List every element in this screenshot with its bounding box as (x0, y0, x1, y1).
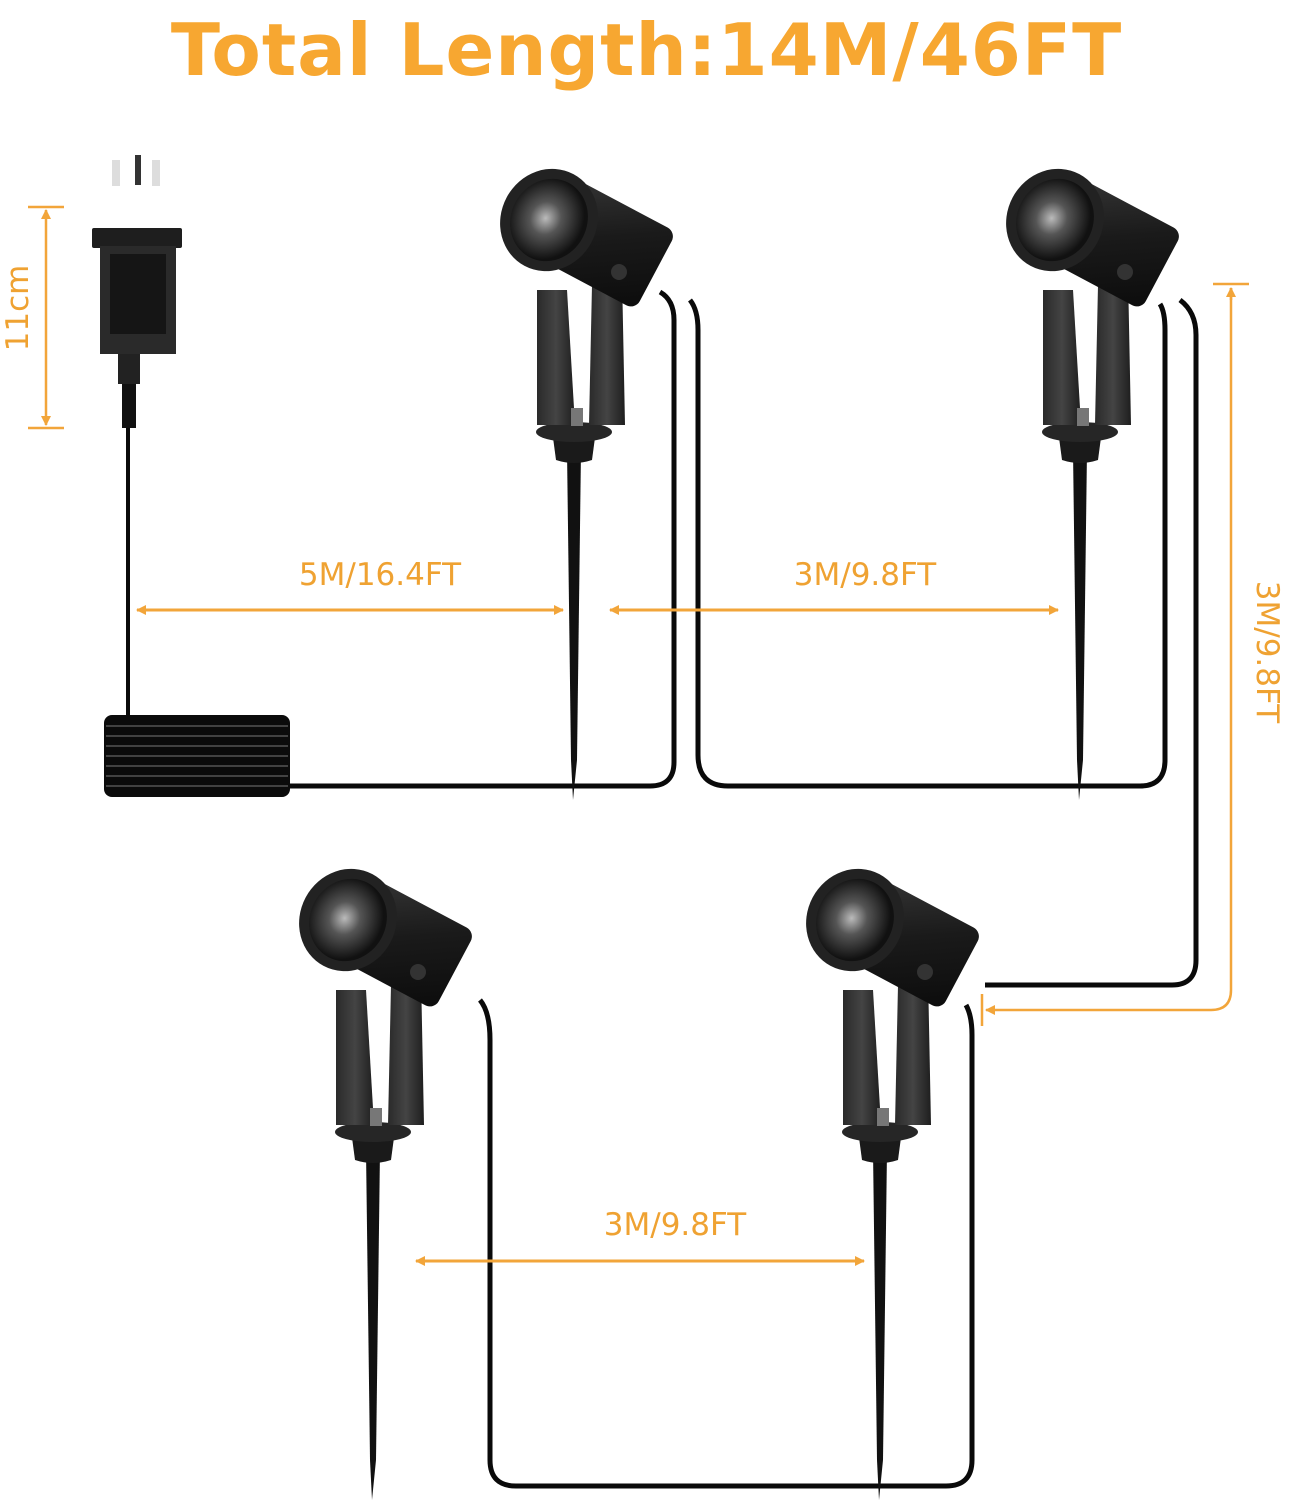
spotlight-3-icon (281, 851, 476, 1500)
plug-height-label: 11cm (0, 265, 36, 352)
spotlight-2-icon (988, 151, 1183, 800)
spotlight-1-icon (482, 151, 677, 800)
light1-to-light2-label: 3M/9.8FT (794, 557, 938, 593)
coiled-cable-icon (104, 715, 290, 797)
total-length-title: Total Length:14M/46FT (170, 8, 1123, 92)
plug-to-light1-dimension: 5M/16.4FT (136, 557, 564, 615)
light1-to-light2-dimension: 3M/9.8FT (609, 557, 1059, 615)
power-plug-icon (92, 155, 182, 428)
light3-to-light4-label: 3M/9.8FT (604, 1207, 748, 1243)
light2-to-light4-dimension: 3M/9.8FT (980, 282, 1285, 1026)
plug-to-light1-label: 5M/16.4FT (299, 557, 462, 593)
light3-to-light4-dimension: 3M/9.8FT (415, 1207, 865, 1266)
spotlight-4-icon (788, 851, 983, 1500)
plug-height-dimension: 11cm (0, 205, 64, 430)
cable-runs (290, 289, 1199, 1489)
light2-to-light4-label: 3M/9.8FT (1249, 581, 1285, 725)
